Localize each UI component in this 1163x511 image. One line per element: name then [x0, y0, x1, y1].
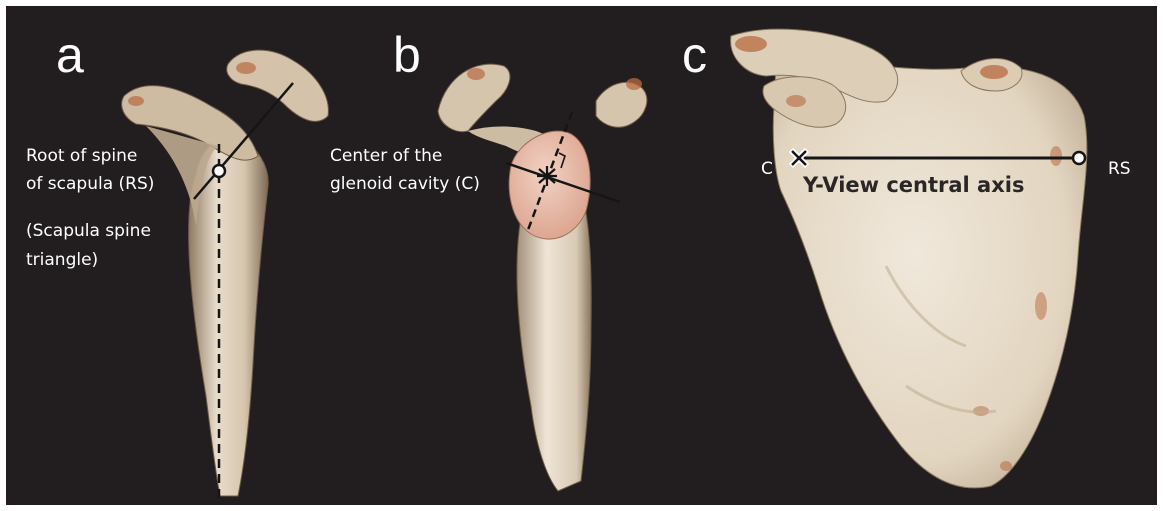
scapula-y-view-c: [731, 29, 1087, 488]
panel-label-b: b: [393, 30, 421, 80]
coracoid-b: [596, 82, 647, 127]
y-view-axis-title-c: Y-View central axis: [803, 173, 1024, 197]
glenoid-cavity-b: [509, 131, 590, 239]
scapula-lateral-view-a: [122, 50, 329, 498]
coracoid-a: [227, 50, 329, 121]
triangle-label-line1-a: (Scapula spine: [26, 220, 151, 243]
panel-label-c: c: [682, 30, 707, 80]
triangle-label-line2-a: triangle): [26, 249, 98, 272]
center-label-line1-b: Center of the: [330, 145, 442, 168]
figure: a b c Root of spine of scapula (RS) (Sca…: [6, 6, 1157, 505]
rs-point-marker-a: [213, 165, 225, 177]
rs-label-line2-a: of scapula (RS): [26, 173, 154, 196]
scapula-glenoid-view-b: [438, 64, 647, 491]
rs-label-line1-a: Root of spine: [26, 145, 137, 168]
figure-artwork: [6, 6, 1157, 505]
rs-point-label-c: RS: [1108, 158, 1131, 181]
center-label-line2-b: glenoid cavity (C): [330, 173, 480, 196]
center-asterisk-b: [537, 166, 557, 186]
c-point-label-c: C: [761, 158, 773, 181]
rs-point-marker-c: [1073, 152, 1085, 164]
panel-label-a: a: [56, 30, 84, 80]
